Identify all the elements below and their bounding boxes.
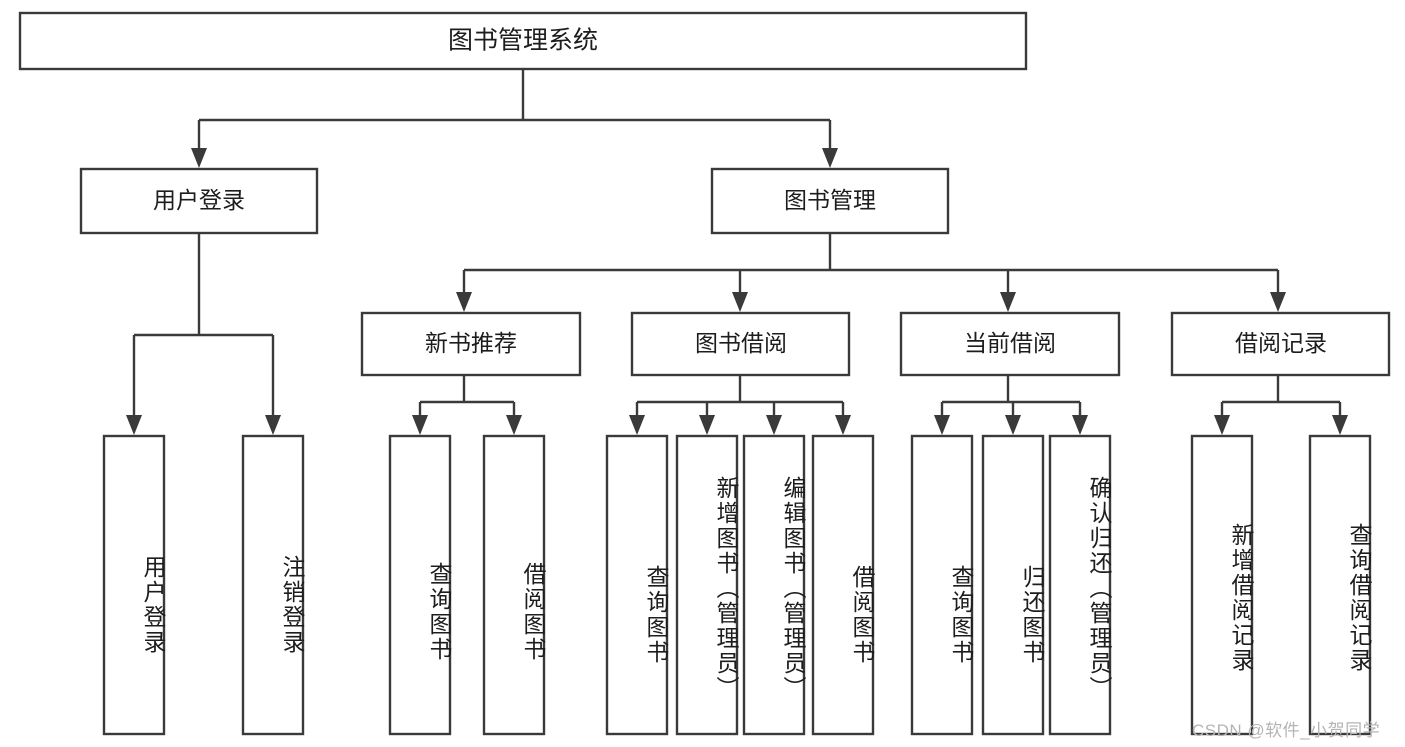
node-root-system-label: 图书管理系统 <box>448 27 598 55</box>
node-book-borrow[interactable] <box>630 311 851 377</box>
node-user-login[interactable] <box>79 167 319 235</box>
node-leaf-add-borrow-record[interactable] <box>1190 434 1254 736</box>
node-leaf-confirm-return-admin[interactable] <box>1048 434 1112 736</box>
arrow-head-user-login <box>191 148 207 168</box>
arrow-head-leaf-borrow-book-2 <box>835 415 851 435</box>
node-book-management-label: 图书管理 <box>784 187 876 213</box>
arrow-head-current-borrow <box>1000 292 1016 312</box>
arrow-head-leaf-query-book-3 <box>934 415 950 435</box>
connector-layer <box>126 69 1348 435</box>
node-borrow-record[interactable] <box>1170 311 1391 377</box>
node-leaf-query-book-borrow[interactable] <box>605 434 669 736</box>
csdn-watermark: CSDN @软件_小贺同学 <box>1192 721 1381 740</box>
node-new-book-recommend-label: 新书推荐 <box>425 330 517 356</box>
arrow-head-book-mgmt <box>822 148 838 168</box>
arrow-head-leaf-user-login <box>126 415 142 435</box>
arrow-head-borrow-record <box>1270 292 1286 312</box>
arrow-head-leaf-query-book-1 <box>412 415 428 435</box>
node-leaf-logout[interactable] <box>241 434 305 736</box>
node-leaf-edit-book-admin[interactable] <box>742 434 806 736</box>
node-user-login-label: 用户登录 <box>153 187 245 213</box>
arrow-head-leaf-edit-book <box>766 415 782 435</box>
arrow-head-leaf-logout <box>265 415 281 435</box>
node-leaf-query-book-rec[interactable] <box>388 434 452 736</box>
node-book-management[interactable] <box>710 167 950 235</box>
arrow-head-book-borrow <box>732 292 748 312</box>
node-leaf-user-login[interactable] <box>102 434 166 736</box>
arrow-head-leaf-add-book <box>699 415 715 435</box>
arrow-head-leaf-query-record <box>1332 415 1348 435</box>
node-leaf-return-book[interactable] <box>981 434 1045 736</box>
arrow-head-new-book-rec <box>456 292 472 312</box>
node-borrow-record-label: 借阅记录 <box>1235 330 1327 356</box>
arrow-head-leaf-add-record <box>1214 415 1230 435</box>
node-leaf-query-book-current[interactable] <box>910 434 974 736</box>
node-leaf-borrow-book-rec[interactable] <box>482 434 546 736</box>
arrow-head-leaf-borrow-book-1 <box>506 415 522 435</box>
node-root-system[interactable] <box>18 11 1028 71</box>
node-current-borrow[interactable] <box>899 311 1121 377</box>
node-book-borrow-label: 图书借阅 <box>695 330 787 356</box>
arrow-head-leaf-query-book-2 <box>629 415 645 435</box>
node-layer: 图书管理系统 用户登录 图书管理 新书推荐 图书借阅 当前借阅 借阅记录 <box>18 11 1391 736</box>
node-leaf-query-borrow-record[interactable] <box>1308 434 1372 736</box>
node-leaf-add-book-admin[interactable] <box>675 434 739 736</box>
arrow-head-leaf-return-book <box>1005 415 1021 435</box>
arrow-head-leaf-confirm-return <box>1072 415 1088 435</box>
node-leaf-borrow-book[interactable] <box>811 434 875 736</box>
node-current-borrow-label: 当前借阅 <box>964 330 1056 356</box>
node-new-book-recommend[interactable] <box>360 311 582 377</box>
